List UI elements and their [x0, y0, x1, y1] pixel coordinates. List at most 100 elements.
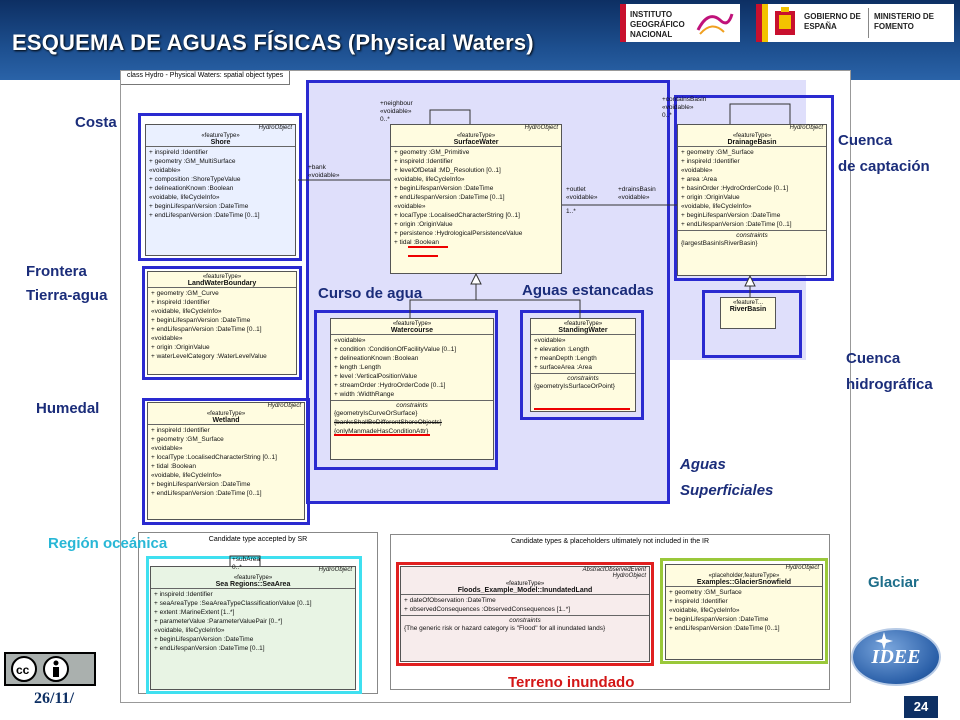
attr-row: «voidable»	[681, 167, 713, 174]
attr-row: «voidable»	[151, 335, 183, 342]
glacier-highlight	[660, 558, 828, 664]
attr-row: «voidable»	[151, 445, 183, 452]
neighbour-label: +neighbour «voidable» 0..*	[380, 100, 413, 123]
slide-title: ESQUEMA DE AGUAS FÍSICAS (Physical Water…	[12, 30, 534, 55]
bank-label: +bank «voidable»	[308, 164, 340, 179]
uml-class-standingwater: «featureType» StandingWater «voidable» +…	[530, 318, 636, 412]
uml-class-wetland: HydroObject «featureType» Wetland + insp…	[147, 402, 305, 520]
attr-row: + extent :MarineExtent [1..*]	[154, 609, 235, 616]
attr-row: + beginLifespanVersion :DateTime	[151, 317, 251, 324]
attr-row: + observedConsequences :ObservedConseque…	[404, 606, 571, 613]
class-stereotype: «featureType»	[505, 581, 545, 587]
label-aguas-superficiales: Aguas Superficiales	[680, 456, 774, 499]
attr-row: + endLifespanVersion :DateTime [0..1]	[151, 490, 262, 497]
watercourse-generalization	[409, 274, 477, 318]
ign-logo-text: INSTITUTO GEOGRÁFICO NACIONAL	[630, 10, 685, 39]
outlet-label: +outlet «voidable»	[566, 186, 598, 201]
attr-row: + endLifespanVersion :DateTime [0..1]	[681, 221, 792, 228]
logo-divider	[868, 8, 869, 38]
class-attrs: + geometry :GM_Curve + inspireId :Identi…	[148, 287, 296, 362]
drainsbasin-label: +drainsBasin «voidable»	[618, 186, 656, 201]
label-cuenca-captacion: Cuenca de captación	[838, 132, 930, 175]
ministerio-text: MINISTERIO DE FOMENTO	[874, 12, 935, 31]
attr-row: + origin :OriginValue	[151, 344, 210, 351]
flag-stripe-red	[756, 4, 762, 42]
government-logo: GOBIERNO DE ESPAÑA MINISTERIO DE FOMENTO	[756, 4, 954, 42]
attr-row: + endLifespanVersion :DateTime [0..1]	[394, 194, 505, 201]
attr-row: «voidable, lifeCycleInfo»	[154, 627, 225, 634]
seaarea-highlight	[146, 556, 362, 694]
attr-row: «voidable, lifeCycleInfo»	[149, 194, 220, 201]
uml-class-shore: HydroObject «featureType» Shore + inspir…	[145, 124, 296, 256]
class-stereotype: «featureType»	[206, 411, 246, 417]
attr-row: + area :Area	[681, 176, 717, 183]
attr-row: + tidal :Boolean	[151, 463, 196, 470]
highlight-underline	[534, 408, 630, 410]
uml-class-glaciersnowfield: HydroObject «placeholder,featureType» Ex…	[665, 564, 823, 660]
class-constraints: constraints {geometryIsCurveOrSurface} {…	[331, 400, 493, 437]
attr-row: + inspireId :Identifier	[151, 299, 210, 306]
attr-row: + beginLifespanVersion :DateTime	[151, 481, 251, 488]
class-stereotype: «featureType»	[732, 133, 772, 139]
class-name: Examples::GlacierSnowfield	[696, 579, 792, 586]
drainagebasin-highlight	[674, 95, 834, 281]
attr-row: «voidable»	[534, 337, 566, 344]
attr-row: «voidable, lifeCycleInfo»	[669, 607, 740, 614]
class-category: HydroObject	[612, 573, 646, 579]
attr-row: + width :WidthRange	[334, 391, 395, 398]
attr-row: «voidable»	[334, 337, 366, 344]
class-attrs: «voidable» + condition :ConditionOfFacil…	[331, 334, 493, 400]
attr-row: + streamOrder :HydroOrderCode [0..1]	[334, 382, 446, 389]
class-attrs: + inspireId :Identifier + geometry :GM_M…	[146, 146, 295, 221]
class-attrs: + inspireId :Identifier + seaAreaType :S…	[151, 588, 355, 654]
attr-row: + levelOfDetail :MD_Resolution [0..1]	[394, 167, 501, 174]
flag-stripe-yellow	[762, 4, 768, 42]
class-attrs: + inspireId :Identifier + geometry :GM_S…	[148, 424, 304, 499]
class-constraints: constraints {largestBasinIsRiverBasin}	[678, 230, 826, 249]
slide-header: ESQUEMA DE AGUAS FÍSICAS (Physical Water…	[0, 0, 960, 80]
class-stereotype: «featureT...	[732, 300, 764, 306]
class-attrs: + geometry :GM_Surface + inspireId :Iden…	[678, 146, 826, 230]
attr-row: + beginLifespanVersion :DateTime	[149, 203, 249, 210]
constraint-row: {The generic risk or hazard category is …	[404, 625, 606, 632]
ign-swirl-icon	[696, 13, 734, 35]
star-icon	[875, 632, 893, 650]
attr-row: + waterLevelCategory :WaterLevelValue	[151, 353, 267, 360]
svg-text:cc: cc	[16, 663, 30, 677]
attr-row: + beginLifespanVersion :DateTime	[154, 636, 254, 643]
class-stereotype: «placeholder,featureType»	[708, 573, 780, 579]
class-stereotype: «featureType»	[392, 321, 432, 327]
idee-logo-text: IDEE	[871, 646, 921, 668]
page-number: 24	[904, 696, 938, 718]
uml-class-watercourse: «featureType» Watercourse «voidable» + c…	[330, 318, 494, 460]
floods-highlight	[396, 562, 654, 666]
gobierno-text: GOBIERNO DE ESPAÑA	[804, 12, 861, 31]
class-name: SurfaceWater	[453, 139, 499, 146]
accepted-candidates-title: Candidate type accepted by SR	[208, 536, 308, 543]
class-attrs: + geometry :GM_Surface + inspireId :Iden…	[666, 586, 822, 634]
containsbasin-label: +containsBasin «voidable» 0..*	[662, 96, 707, 119]
attr-row: + meanDepth :Length	[534, 355, 597, 362]
class-name: Floods_Example_Model::InundatedLand	[457, 587, 593, 594]
class-category: HydroObject	[318, 567, 352, 573]
attr-row: + level :VerticalPositionValue	[334, 373, 418, 380]
standingwater-generalization	[476, 299, 581, 318]
attr-row: + seaAreaType :SeaAreaTypeClassification…	[154, 600, 312, 607]
neighbour-association	[429, 109, 471, 124]
wetland-highlight	[142, 398, 310, 525]
attr-row: «voidable, lifeCycleInfo»	[151, 472, 222, 479]
uml-class-riverbasin: «featureT... RiverBasin	[720, 297, 776, 329]
uml-class-landwaterboundary: «featureType» LandWaterBoundary + geomet…	[147, 271, 297, 375]
constraints-title: constraints	[509, 617, 541, 624]
class-attrs: «voidable» + elevation :Length + meanDep…	[531, 334, 635, 373]
label-region-oceanica: Región oceánica	[48, 535, 168, 552]
label-terreno-inundado: Terreno inundado	[508, 674, 635, 691]
attr-row: + inspireId :Identifier	[394, 158, 453, 165]
diagram-tab: class Hydro - Physical Waters: spatial o…	[121, 71, 291, 85]
standingwater-highlight	[520, 310, 644, 420]
attr-row: + endLifespanVersion :DateTime [0..1]	[149, 212, 260, 219]
attr-row: + endLifespanVersion :DateTime [0..1]	[151, 326, 262, 333]
attr-row: + delineationKnown :Boolean	[334, 355, 419, 362]
attr-row: «voidable, lifeCycleInfo»	[151, 308, 222, 315]
class-name: Sea Regions::SeaArea	[215, 581, 291, 588]
